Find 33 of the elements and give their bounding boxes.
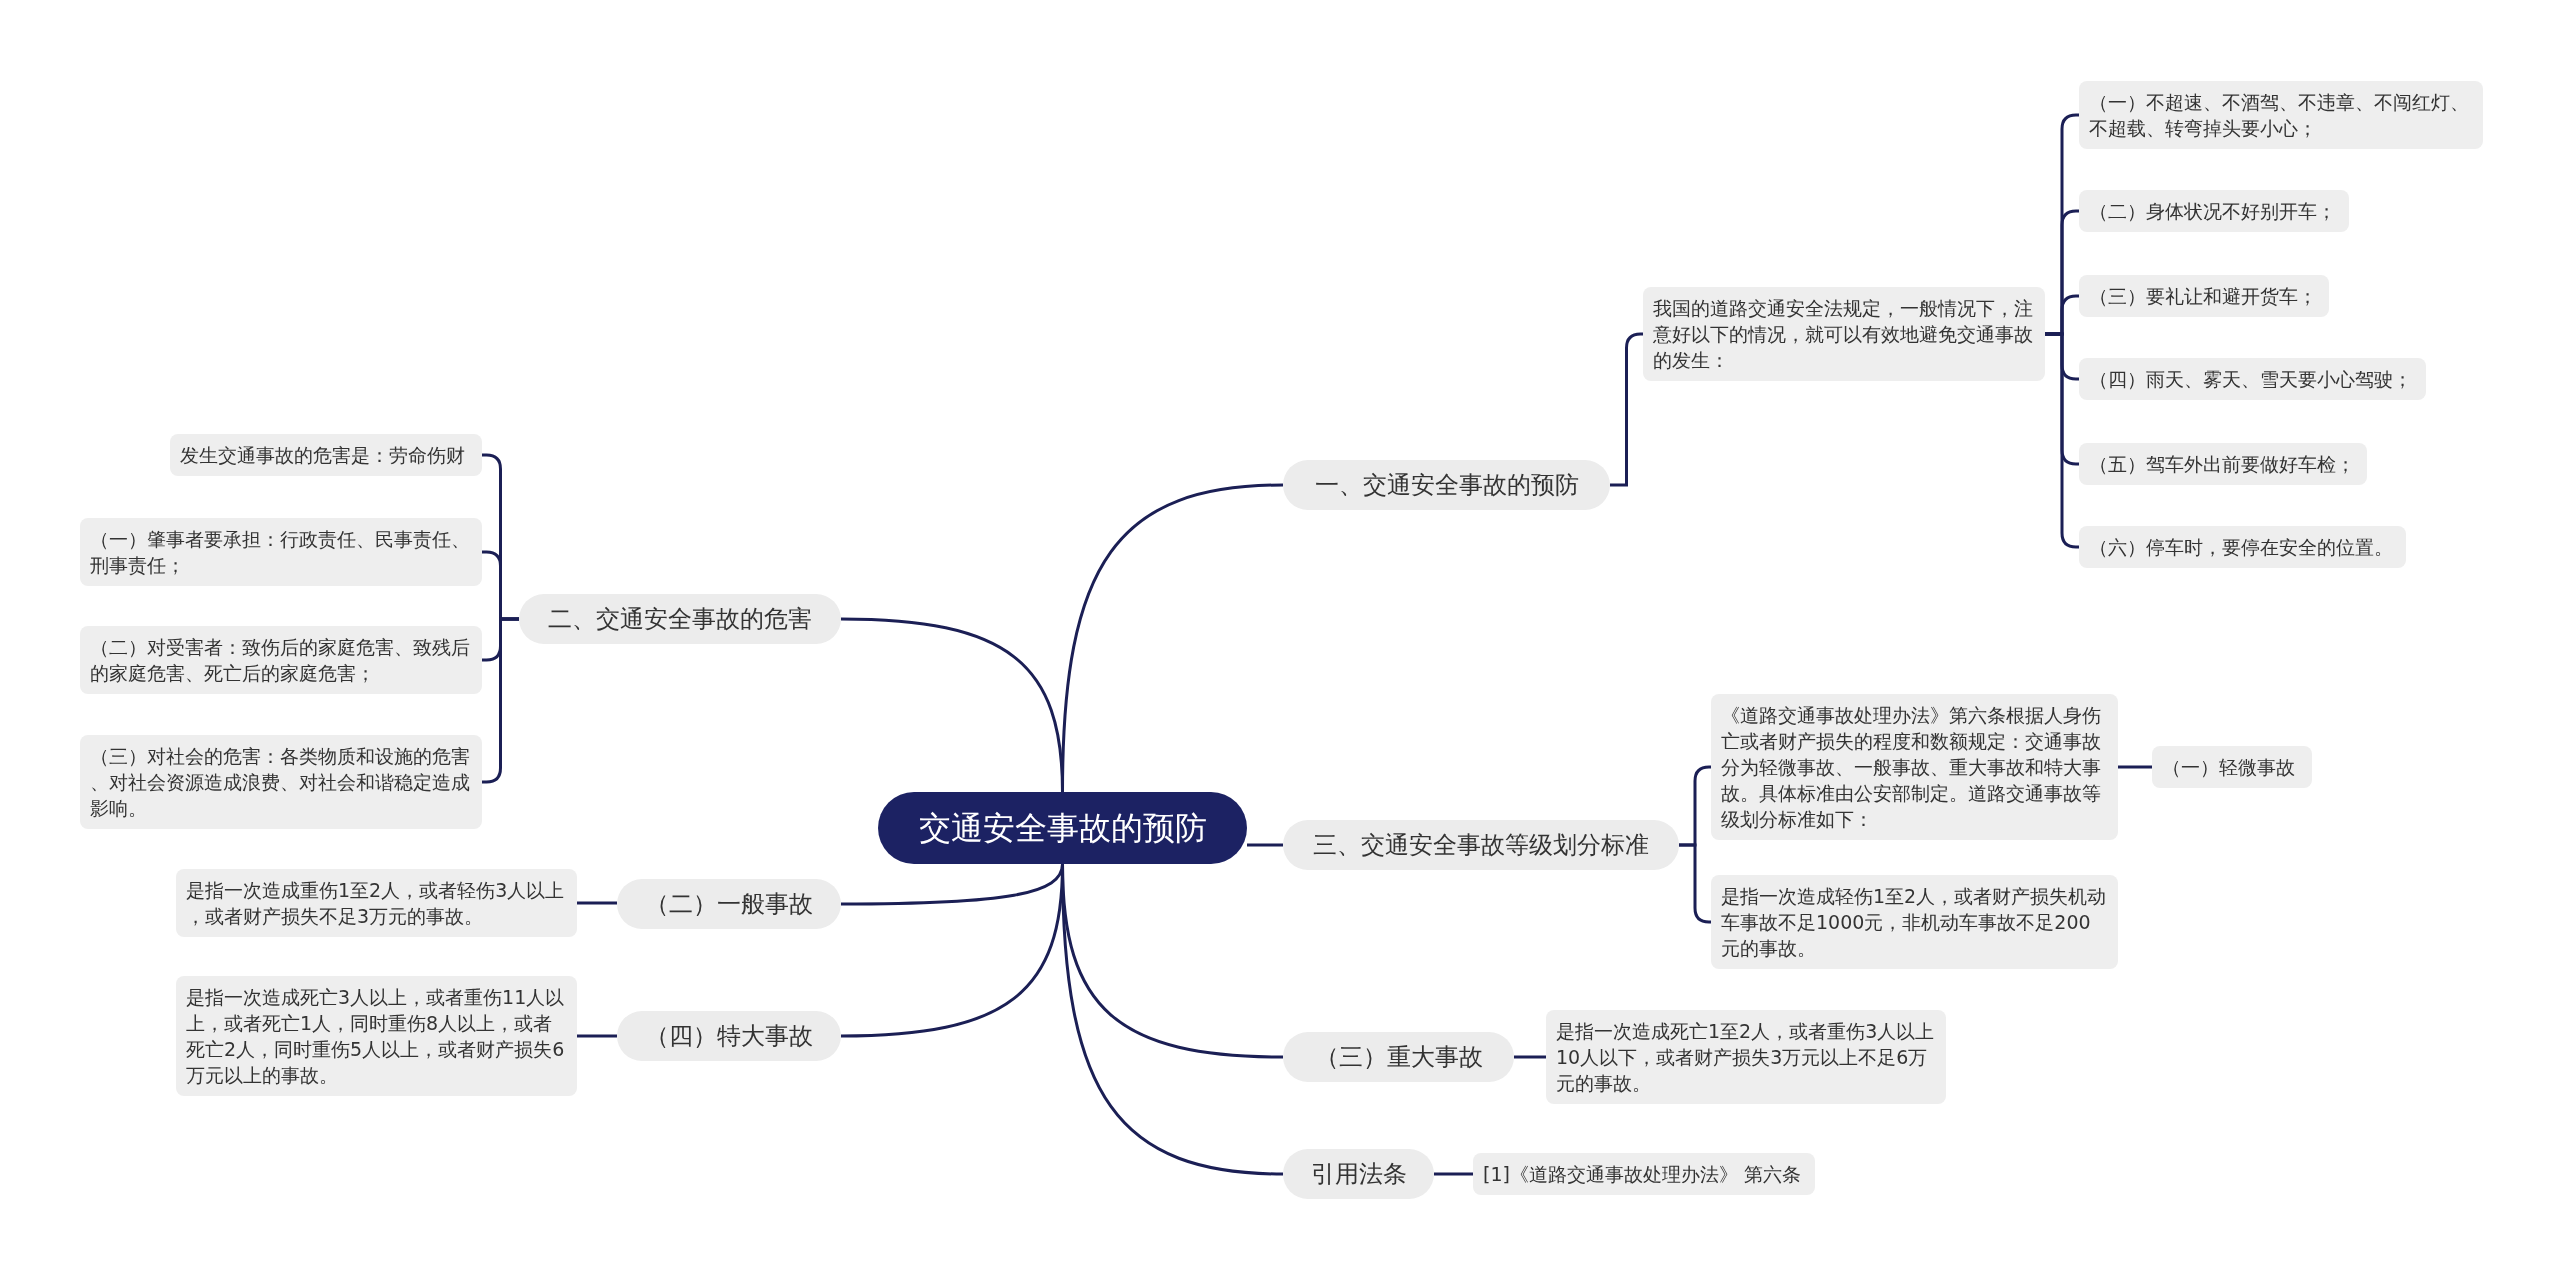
main-topic: （四）特大事故 xyxy=(617,1011,841,1061)
subtopic-note: （五）驾车外出前要做好车检； xyxy=(2079,443,2367,485)
connector-line xyxy=(1247,843,1283,847)
subtopic-note: 是指一次造成死亡1至2人，或者重伤3人以上10人以下，或者财产损失3万元以上不足6万元的事故。 xyxy=(1546,1010,1946,1104)
subtopic-note: （一）肇事者要承担：行政责任、民事责任、刑事责任； xyxy=(80,518,482,586)
main-topic: 三、交通安全事故等级划分标准 xyxy=(1283,820,1679,870)
subtopic-note: 是指一次造成轻伤1至2人，或者财产损失机动车事故不足1000元，非机动车事故不足200元的事故。 xyxy=(1711,875,2118,969)
subtopic-note: （二）身体状况不好别开车； xyxy=(2079,190,2349,232)
connector-line xyxy=(1514,1055,1546,1059)
main-topic: （三）重大事故 xyxy=(1283,1032,1514,1082)
subtopic-note: 《道路交通事故处理办法》第六条根据人身伤亡或者财产损失的程度和数额规定：交通事故分为轻微事故、一般事故、重大事故和特大事故。具体标准由公安部制定。道路交通事故等级划分标准如下： xyxy=(1711,694,2118,840)
subtopic-note: （四）雨天、雾天、雪天要小心驾驶； xyxy=(2079,358,2426,400)
connector-line xyxy=(577,1034,617,1038)
subtopic-note: 发生交通事故的危害是：劳命伤财 xyxy=(170,434,482,476)
subtopic-note: （六）停车时，要停在安全的位置。 xyxy=(2079,526,2406,568)
subtopic-note: 是指一次造成重伤1至2人，或者轻伤3人以上，或者财产损失不足3万元的事故。 xyxy=(176,869,577,937)
central-topic: 交通安全事故的预防 xyxy=(878,792,1247,864)
main-topic: 二、交通安全事故的危害 xyxy=(519,594,841,644)
subtopic-note: （一）不超速、不酒驾、不违章、不闯红灯、不超载、转弯掉头要小心； xyxy=(2079,81,2483,149)
subtopic-note: 是指一次造成死亡3人以上，或者重伤11人以上，或者死亡1人，同时重伤8人以上，或者死亡2人，同时重伤5人以上，或者财产损失6万元以上的事故。 xyxy=(176,976,577,1096)
connector-line xyxy=(840,617,1064,793)
main-topic: （二）一般事故 xyxy=(617,879,841,929)
subtopic-note: （二）对受害者：致伤后的家庭危害、致残后的家庭危害、死亡后的家庭危害； xyxy=(80,626,482,694)
subtopic-note: （三）要礼让和避开货车； xyxy=(2079,275,2329,317)
main-topic: 一、交通安全事故的预防 xyxy=(1283,460,1610,510)
subtopic-note: （一）轻微事故 xyxy=(2152,746,2312,788)
connector-line xyxy=(1434,1172,1473,1176)
subtopic-note: （三）对社会的危害：各类物质和设施的危害、对社会资源造成浪费、对社会和谐稳定造成影响。 xyxy=(80,735,482,829)
connector-line xyxy=(2118,765,2152,769)
main-topic: 引用法条 xyxy=(1283,1149,1434,1199)
connector-line xyxy=(577,901,617,905)
subtopic-note: [1]《道路交通事故处理办法》 第六条 xyxy=(1473,1153,1815,1195)
subtopic-note: 我国的道路交通安全法规定，一般情况下，注意好以下的情况，就可以有效地避免交通事故的发生： xyxy=(1643,287,2045,381)
